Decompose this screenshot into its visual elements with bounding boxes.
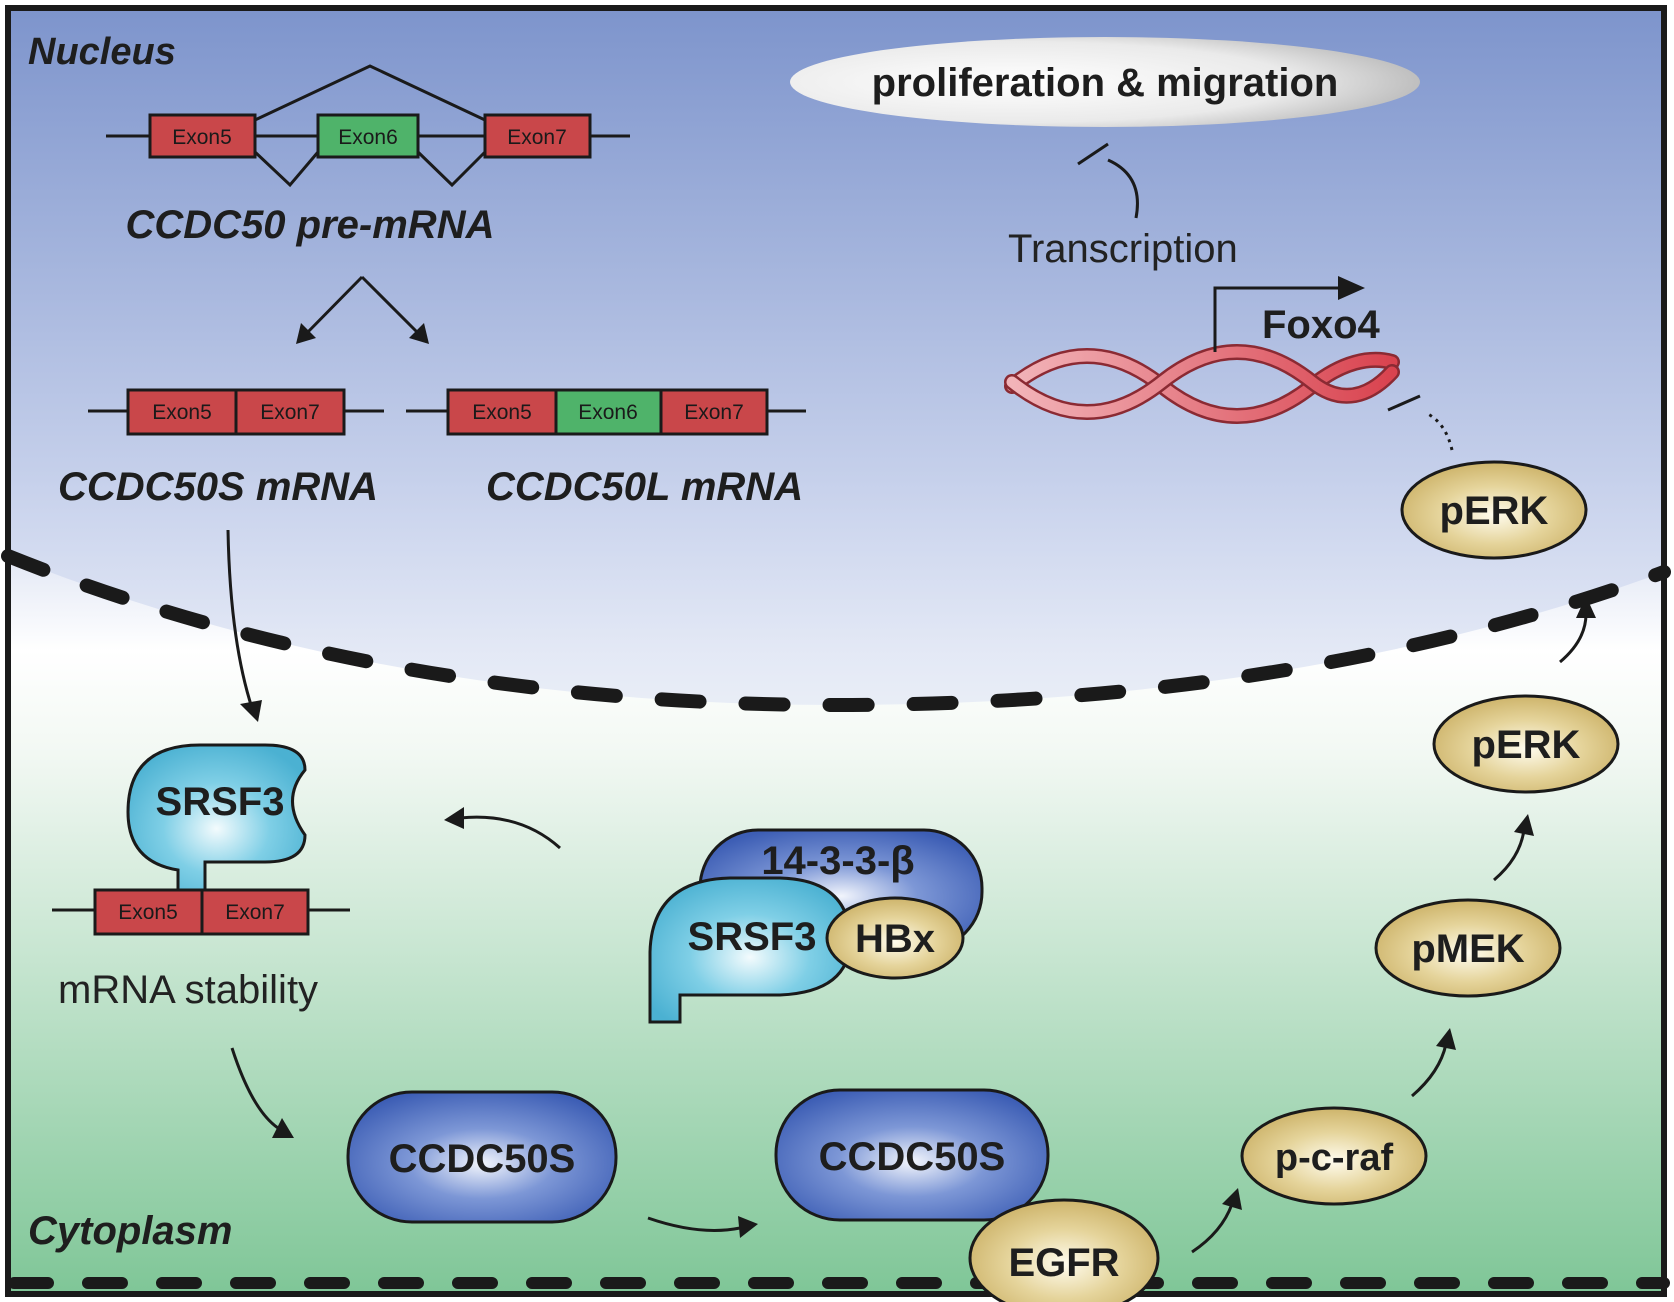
- recruit-arrowhead: [444, 807, 464, 829]
- pre-mrna: Exon5 Exon6 Exon7: [106, 64, 630, 188]
- craf-to-mek-arrow: [1411, 1043, 1448, 1098]
- splicing-arrows: [296, 275, 429, 344]
- nucleus-label: Nucleus: [28, 31, 176, 73]
- egfr-to-craf-arrow: [1191, 1203, 1234, 1254]
- foxo4-label: Foxo4: [1262, 303, 1381, 347]
- srsf3-mrna-complex: SRSF3 Exon5 Exon7: [52, 743, 350, 936]
- exon6-label: Exon6: [578, 401, 638, 424]
- perk-cytoplasm-label: pERK: [1472, 723, 1581, 767]
- translation-arrow: [230, 1047, 279, 1130]
- exon7-box: [200, 888, 310, 936]
- recruit-arrow: [459, 815, 562, 850]
- srsf3-label: SRSF3: [156, 780, 285, 824]
- pmek-label: pMEK: [1411, 927, 1524, 971]
- frame: [5, 5, 1667, 1297]
- export-arrow: [226, 529, 254, 709]
- exon6-box: [316, 113, 420, 159]
- ccdc50l-mrna: Exon5 Exon6 Exon7: [406, 388, 806, 436]
- exon7-box: [659, 388, 769, 436]
- transcription-label: Transcription: [1008, 227, 1238, 271]
- mek-to-erk-arrowhead: [1514, 814, 1534, 836]
- splice-junction-long: [254, 64, 486, 122]
- erk-translocation-arrowhead: [1576, 596, 1596, 618]
- exon5-label: Exon5: [172, 126, 232, 149]
- pmek-protein: [1374, 898, 1562, 998]
- erk-translocation-arrow: [1559, 613, 1588, 664]
- ccdc50l-mrna-label: CCDC50L mRNA: [486, 465, 803, 509]
- perk-nucleus-protein: [1400, 460, 1588, 560]
- translation-arrowhead: [272, 1118, 294, 1138]
- p-c-raf-label: p-c-raf: [1275, 1137, 1394, 1179]
- exon5-box: [126, 388, 238, 436]
- promoter-arrow: [1213, 286, 1345, 352]
- srsf3-protein-complex: [648, 876, 852, 1024]
- p-c-raf-protein: [1240, 1106, 1428, 1206]
- exon7-label: Exon7: [225, 901, 285, 924]
- craf-to-mek-arrowhead: [1436, 1028, 1456, 1050]
- egfr-label: EGFR: [1008, 1241, 1119, 1285]
- exon7-box: [234, 388, 346, 436]
- premrna-label: CCDC50 pre-mRNA: [126, 203, 495, 247]
- exon7-label: Exon7: [684, 401, 744, 424]
- egfr-protein: [968, 1198, 1160, 1302]
- hbx-protein: [825, 896, 965, 980]
- ccdc50s-free-label: CCDC50S: [389, 1137, 576, 1181]
- ccdc50s-mrna: Exon5 Exon7: [88, 388, 384, 436]
- hbx-label: HBx: [855, 917, 935, 961]
- exon5-label: Exon5: [472, 401, 532, 424]
- mrna-stability-label: mRNA stability: [58, 968, 318, 1012]
- outcome-label: proliferation & migration: [872, 61, 1339, 105]
- mek-to-erk-arrow: [1493, 829, 1526, 882]
- transcription-inhibition-bar: [1077, 142, 1109, 166]
- exon7-label: Exon7: [507, 126, 567, 149]
- binding-arrow: [647, 1216, 741, 1232]
- perk-nucleus-label: pERK: [1440, 489, 1549, 533]
- ccdc50s-bound-protein: [774, 1088, 1050, 1222]
- ccdc50s-mrna-label: CCDC50S mRNA: [58, 465, 378, 509]
- exon5-label: Exon5: [152, 401, 212, 424]
- nuclear-envelope: [1, 549, 1671, 713]
- transcription-inhibits-outcome: [1107, 158, 1139, 219]
- export-arrowhead: [240, 700, 262, 722]
- 14-3-3-beta-label: 14-3-3-β: [761, 839, 914, 883]
- foxo4-dna: [1004, 344, 1400, 424]
- promoter-arrowhead: [1338, 276, 1365, 300]
- srsf3-protein: [126, 743, 307, 899]
- egfr-to-craf-arrowhead: [1222, 1188, 1242, 1210]
- perk-cytoplasm-protein: [1432, 694, 1620, 794]
- erk-inhibition-bar: [1387, 394, 1421, 412]
- cytoplasm-label: Cytoplasm: [28, 1209, 233, 1253]
- srsf3-complex-label: SRSF3: [688, 915, 817, 959]
- erk-inhibits-foxo4: [1427, 412, 1454, 451]
- exon7-label: Exon7: [260, 401, 320, 424]
- ccdc50s-bound-label: CCDC50S: [819, 1135, 1006, 1179]
- exon5-box: [446, 388, 558, 436]
- splice-junction-right: [416, 150, 487, 188]
- binding-arrowhead: [738, 1216, 758, 1238]
- ccdc50s-free-protein: [346, 1090, 618, 1224]
- splice-junction-left: [253, 150, 320, 188]
- outcome-oval: [790, 37, 1420, 127]
- exon5-box: [148, 113, 257, 159]
- nucleus-region: [8, 8, 1664, 705]
- exon6-box: [554, 388, 663, 436]
- exon5-label: Exon5: [118, 901, 178, 924]
- exon6-label: Exon6: [338, 126, 398, 149]
- exon7-box: [483, 113, 592, 159]
- exon5-box: [93, 888, 204, 936]
- hbx-complex: 14-3-3-β SRSF3 HBx: [648, 828, 984, 1024]
